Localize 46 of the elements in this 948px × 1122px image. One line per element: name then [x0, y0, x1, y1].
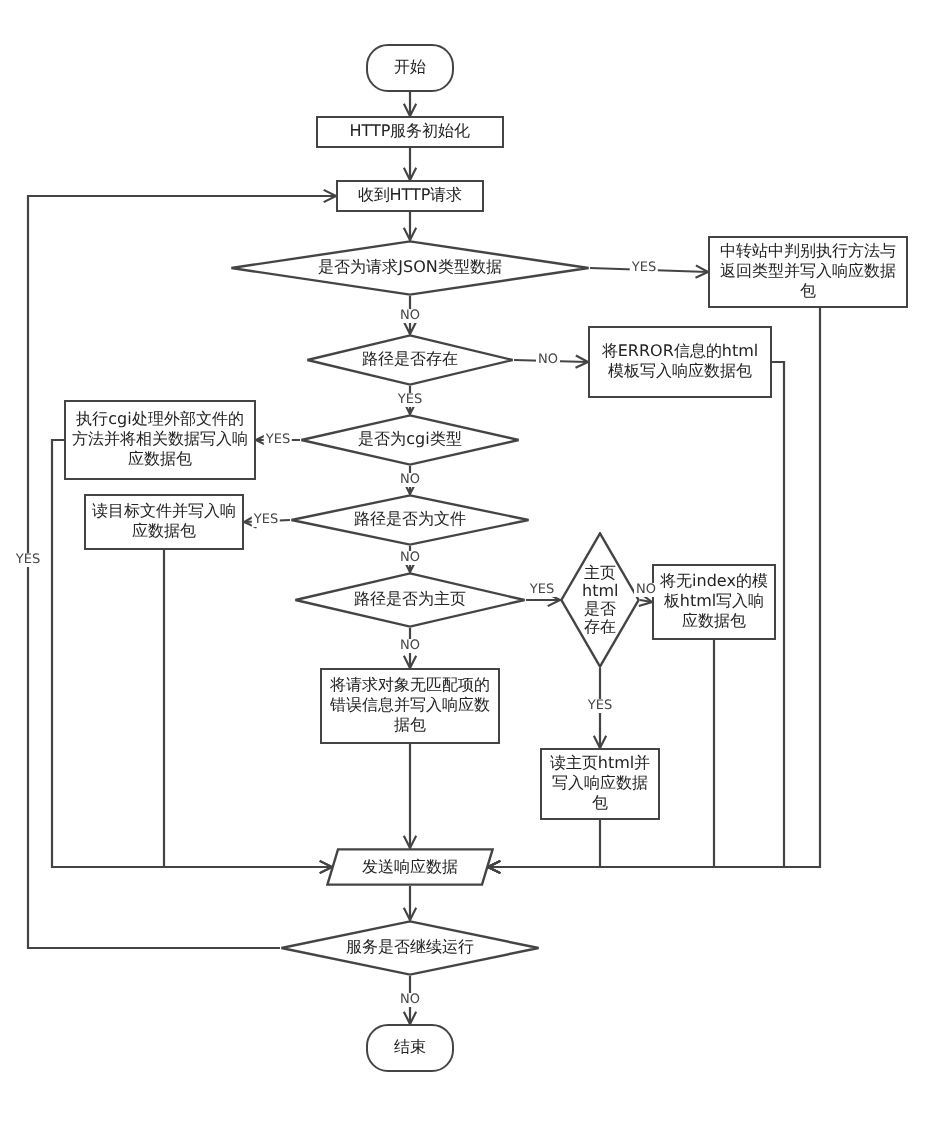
io-parallelogram: [326, 848, 494, 886]
node-text: 结束: [392, 1038, 428, 1058]
arrow: [402, 886, 418, 922]
arrow: [402, 92, 418, 118]
arrow: [589, 264, 710, 279]
process-box: [336, 180, 484, 212]
arrow: [402, 148, 418, 182]
decision-diamond: [290, 494, 530, 546]
node-text: 路径是否存在: [360, 350, 460, 370]
process-box: [316, 116, 504, 148]
arrow: [486, 308, 822, 875]
terminal-box: [366, 44, 454, 92]
arrow: [526, 592, 562, 608]
process-box: [588, 326, 772, 398]
node-text: 发送响应数据: [360, 857, 460, 877]
node-text: 将请求对象无匹配项的错误信息并写入响应数据包: [328, 676, 492, 736]
arrow: [26, 188, 338, 950]
node-text: 主页html是否存在: [582, 564, 618, 636]
node-text: 将ERROR信息的html模板写入响应数据包: [599, 342, 761, 382]
arrow: [402, 212, 418, 242]
node-text: 读目标文件并写入响应数据包: [90, 502, 238, 542]
node-text: 路径是否为文件: [352, 510, 468, 530]
node-text: 服务是否继续运行: [344, 938, 476, 958]
node-text: 将无index的模板html写入响应数据包: [658, 572, 770, 632]
node-text: 路径是否为主页: [352, 590, 468, 610]
arrow: [637, 592, 654, 608]
decision-diamond: [560, 532, 640, 668]
node-text: 是否为请求JSON类型数据: [316, 258, 504, 278]
arrow: [402, 744, 418, 850]
node-text: 中转站中判别执行方法与返回类型并写入响应数据包: [718, 242, 898, 302]
node-text: 执行cgi处理外部文件的方法并将相关数据写入响应数据包: [70, 410, 250, 470]
terminal-box: [366, 1024, 454, 1072]
node-text: 是否为cgi类型: [356, 430, 464, 450]
decision-diamond: [230, 240, 590, 296]
decision-diamond: [306, 334, 514, 386]
node-text: 收到HTTP请求: [355, 186, 465, 206]
decision-diamond: [300, 414, 520, 466]
node-text: HTTP服务初始化: [347, 122, 473, 142]
decision-diamond: [294, 572, 526, 628]
arrow: [162, 550, 334, 875]
node-text: 开始: [392, 58, 428, 78]
node-text: 读主页html并写入响应数据包: [547, 754, 653, 814]
decision-diamond: [280, 920, 540, 976]
process-box: [84, 494, 244, 550]
arrow: [592, 668, 608, 750]
process-box: [708, 236, 908, 308]
